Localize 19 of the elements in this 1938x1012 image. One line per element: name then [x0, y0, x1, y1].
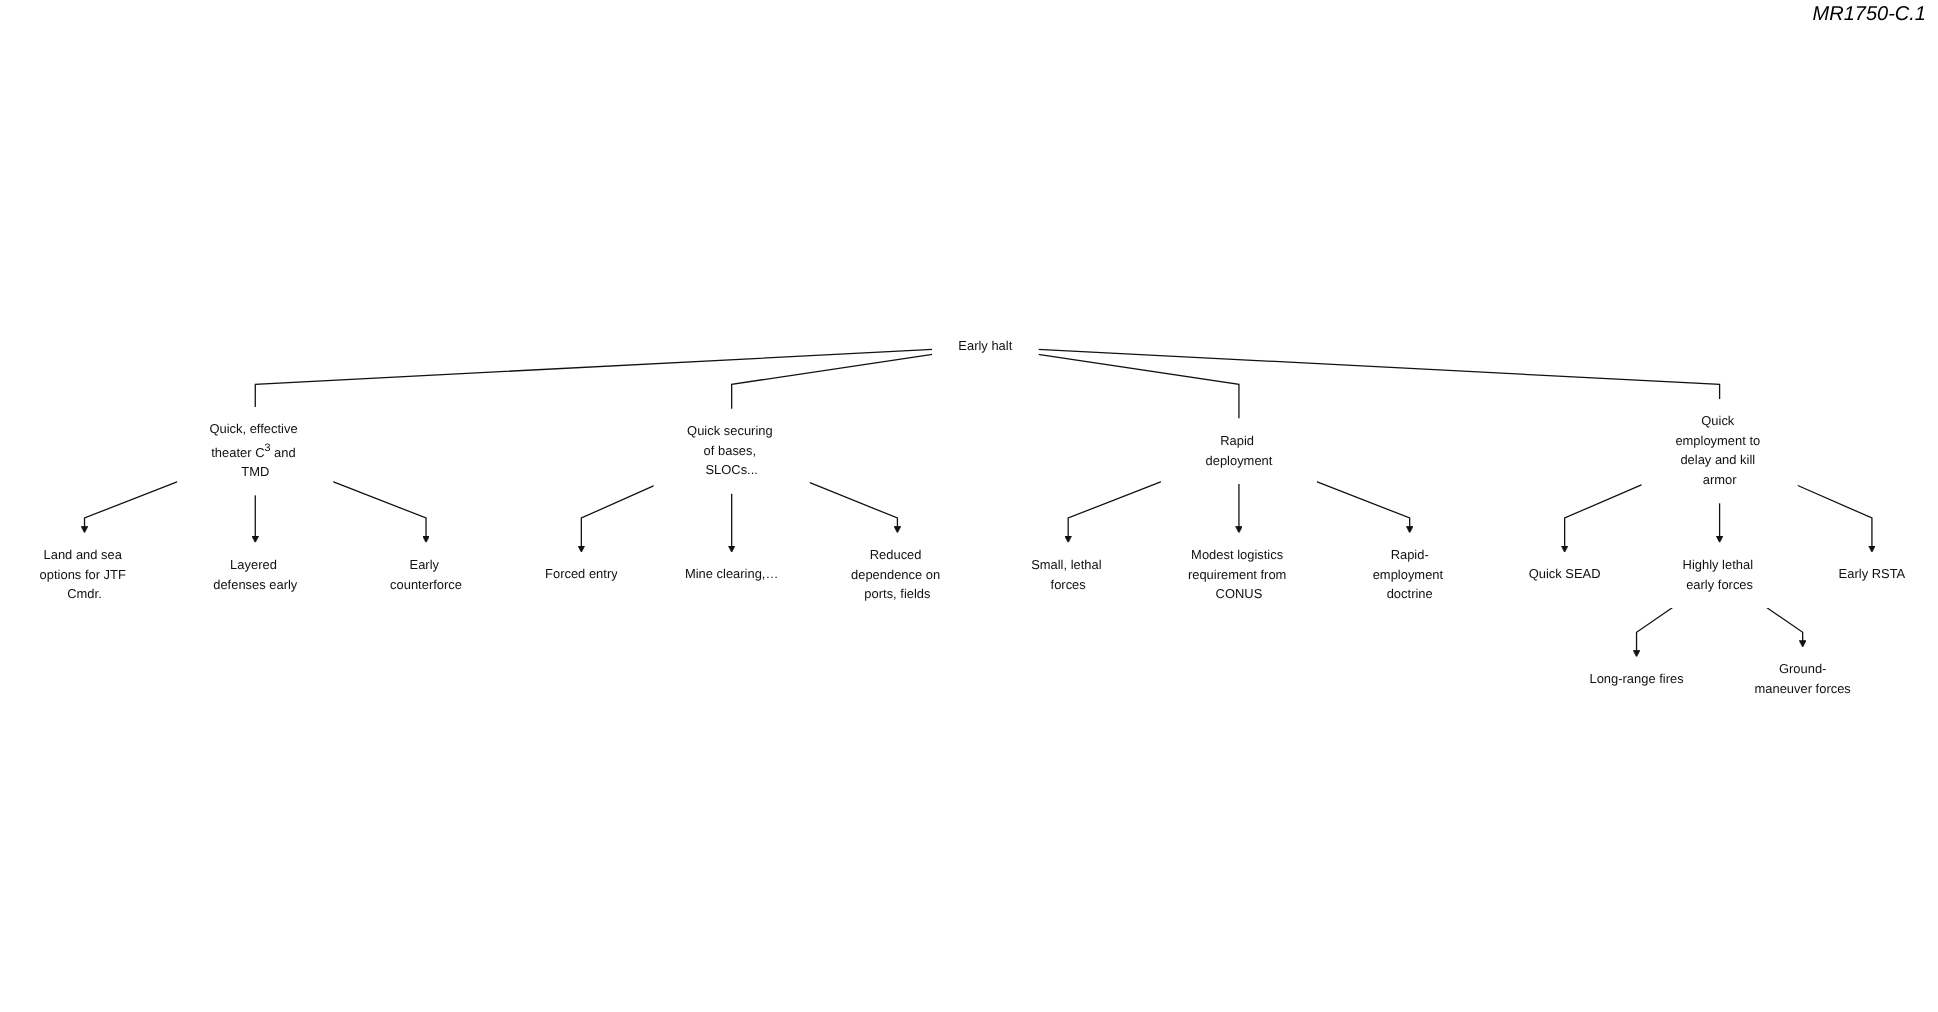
- connector: [254, 348, 934, 409]
- connector: [1037, 348, 1721, 401]
- arrow: [1715, 502, 1724, 544]
- arrow: [808, 481, 902, 534]
- arrow: [1235, 482, 1243, 534]
- arrow: [332, 480, 430, 544]
- arrow: [1315, 480, 1414, 534]
- arrow: [1560, 484, 1643, 553]
- arrow: [80, 480, 179, 534]
- arrow: [1796, 484, 1876, 553]
- arrow: [1765, 606, 1807, 648]
- connector: [1037, 353, 1240, 420]
- arrow: [251, 494, 260, 544]
- arrow: [727, 492, 736, 553]
- connector: [731, 353, 934, 410]
- figure-number: MR1750-C.1: [1812, 4, 1926, 26]
- arrow: [1632, 606, 1674, 658]
- arrow: [1064, 480, 1162, 544]
- arrow: [577, 485, 655, 553]
